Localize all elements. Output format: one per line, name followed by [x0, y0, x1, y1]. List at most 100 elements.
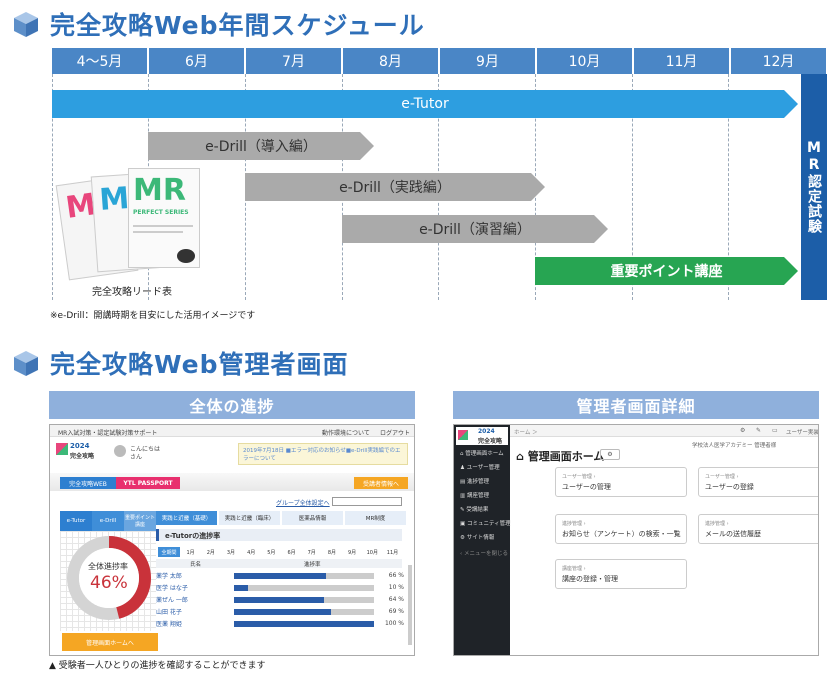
month-header: 4～5月 6月 7月 8月 9月 10月 11月 12月 — [52, 48, 828, 74]
sidebar-item-results[interactable]: ✎ 受講結果 — [460, 507, 489, 513]
progress-percent: 66 % — [388, 572, 404, 579]
sidebar-collapse[interactable]: ‹ メニューを閉じる — [460, 551, 508, 557]
tab-subject[interactable]: 実践と近畿（基礎） — [156, 511, 217, 525]
scrollbar[interactable] — [408, 565, 412, 645]
subject-tabs: 実践と近畿（基礎） 実践と近畿（臨床） 医薬品情報 MR制度 — [156, 511, 406, 525]
logout-link[interactable]: ログアウト — [380, 430, 411, 437]
group-settings-link[interactable]: グループ全体設定へ — [276, 500, 330, 507]
progress-track — [234, 596, 374, 603]
monitor-icon[interactable]: ▭ — [772, 427, 778, 434]
nav-ytl-passport[interactable]: YTL PASSPORT — [116, 477, 180, 489]
month-filter-item[interactable]: 2月 — [206, 549, 215, 556]
month-filter-item[interactable]: 8月 — [327, 549, 336, 556]
admin-caption: ▲ 受験者一人ひとりの進捗を確認することができます — [49, 661, 266, 671]
progress-screenshot: MR入試対策・認定試験対策サポート 動作環境について ログアウト 2024 完全… — [49, 424, 415, 656]
tab-etutor[interactable]: e-Tutor — [60, 511, 92, 531]
tab-subject[interactable]: 実践と近畿（臨床） — [219, 511, 280, 525]
progress-fill — [234, 620, 374, 627]
month-filter-item[interactable]: 7月 — [307, 549, 316, 556]
book-caption: 完全攻略リード表 — [92, 287, 172, 298]
group-select[interactable] — [332, 497, 402, 506]
student-name[interactable]: 医学 はな子 — [156, 585, 188, 592]
grid-line — [52, 74, 53, 300]
book-stack-image: M M MR PERFECT SERIES — [55, 166, 212, 286]
gear-icon[interactable]: ⚙ — [740, 427, 746, 434]
card-mail-history[interactable]: 進捗管理 › メールの送信履歴 — [698, 514, 818, 544]
wrench-icon[interactable]: ✎ — [756, 427, 762, 434]
env-link[interactable]: 動作環境について — [322, 430, 370, 437]
book-cover: MR PERFECT SERIES — [128, 168, 200, 268]
student-name[interactable]: 医薬 翔姫 — [156, 621, 182, 628]
sidebar-item-site[interactable]: ⚙ サイト情報 — [460, 535, 495, 541]
notice-box[interactable]: 2019年7月18日 ■エラー対応のお知らせ■e-Drill実践編でのエラーにつ… — [238, 443, 408, 465]
progress-fill — [234, 596, 324, 603]
admin-home-button[interactable]: 管理画面ホームへ — [62, 633, 158, 651]
month-filter: 全期間 1月 2月 3月 4月 5月 6月 7月 8月 9月 10月 11月 — [158, 547, 402, 557]
tab-key-points[interactable]: 重要ポイント講座 — [124, 511, 156, 531]
month-cell: 8月 — [343, 48, 440, 74]
card-user-register[interactable]: ユーザー管理 › ユーザーの登録 — [698, 467, 818, 497]
month-filter-item[interactable]: 11月 — [386, 549, 399, 556]
cube-icon — [14, 12, 38, 37]
progress-fill — [234, 584, 248, 591]
avatar — [114, 445, 126, 457]
student-name[interactable]: 薬学 太郎 — [156, 573, 182, 580]
tab-subject[interactable]: MR制度 — [345, 511, 406, 525]
logo-name: 完全攻略 — [478, 438, 503, 445]
sidebar-item-users[interactable]: ♟ ユーザー管理 — [460, 465, 500, 471]
admin-topbar: ホーム ＞ ⚙ ✎ ▭ ユーザー実装 — [510, 425, 819, 437]
logo-name: 完全攻略 — [70, 453, 95, 460]
page-title: ⌂ 管理画面ホーム — [516, 450, 605, 463]
mr-exam-box: MR認定試験 — [801, 74, 827, 300]
cube-icon — [14, 351, 38, 376]
sidebar-item-progress[interactable]: ▤ 進捗管理 — [460, 479, 489, 485]
progress-percent: 69 % — [388, 608, 404, 615]
admin-screenshot: 2024 完全攻略 ⌂ 管理画面ホーム ♟ ユーザー管理 ▤ 進捗管理 ▥ 講座… — [453, 424, 819, 656]
donut-label: 全体進捗率 — [88, 562, 128, 571]
admin-title: 完全攻略Web管理者画面 — [50, 350, 349, 379]
student-name[interactable]: 薬ぜん 一郎 — [156, 597, 188, 604]
tab-edrill[interactable]: e-Drill — [92, 511, 124, 531]
progress-donut — [67, 536, 151, 620]
card-notice-search[interactable]: 進捗管理 › お知らせ（アンケート）の検索・一覧 — [555, 514, 687, 544]
month-cell: 11月 — [634, 48, 731, 74]
progress-fill — [234, 608, 331, 615]
month-filter-item[interactable]: 4月 — [247, 549, 256, 556]
logo-icon — [56, 443, 68, 455]
school-name[interactable]: 学校法人医学アカデミー 管理者様 — [692, 443, 777, 449]
etutor-bar: e-Tutor — [52, 90, 798, 118]
settings-button[interactable]: ⚙ — [600, 449, 620, 460]
student-name[interactable]: 山田 花子 — [156, 609, 182, 616]
nav-kanzen-web[interactable]: 完全攻略WEB — [60, 477, 116, 489]
tab-subject[interactable]: 医薬品情報 — [282, 511, 343, 525]
progress-track — [234, 572, 374, 579]
progress-title-bar: e-Tutorの進捗率 — [156, 529, 402, 541]
month-filter-item[interactable]: 6月 — [287, 549, 296, 556]
progress-track — [234, 584, 374, 591]
overall-progress-header: 全体の進捗 — [49, 391, 415, 419]
progress-fill — [234, 572, 327, 579]
progress-percent: 10 % — [388, 584, 404, 591]
month-cell: 4～5月 — [52, 48, 149, 74]
month-filter-item[interactable]: 5月 — [267, 549, 276, 556]
month-filter-item[interactable]: 1月 — [186, 549, 195, 556]
sidebar-item-home[interactable]: ⌂ 管理画面ホーム — [460, 451, 504, 457]
logo-icon — [458, 430, 468, 440]
month-filter-item[interactable]: 全期間 — [158, 547, 180, 557]
edrill-practice-bar: e-Drill（実践編） — [245, 173, 545, 201]
card-user-manage[interactable]: ユーザー管理 › ユーザーの管理 — [555, 467, 687, 497]
month-filter-item[interactable]: 9月 — [348, 549, 357, 556]
breadcrumb[interactable]: ホーム ＞ — [514, 430, 538, 436]
schedule-note: ※e-Drill：開講時期を目安にした活用イメージです — [50, 311, 256, 321]
card-course-manage[interactable]: 講座管理 › 講座の登録・管理 — [555, 559, 687, 589]
progress-percent: 100 % — [384, 620, 404, 627]
table-row: 医薬 翔姫 100 % — [156, 619, 406, 628]
table-row: 医学 はな子 10 % — [156, 583, 406, 592]
month-filter-item[interactable]: 3月 — [226, 549, 236, 556]
month-filter-item[interactable]: 10月 — [366, 549, 378, 556]
user-menu[interactable]: ユーザー実装 — [786, 430, 819, 436]
student-info-button[interactable]: 受講者情報へ — [354, 477, 408, 489]
sidebar-item-courses[interactable]: ▥ 講座管理 — [460, 493, 489, 499]
progress-title: e-Tutorの進捗率 — [165, 532, 221, 540]
sidebar-item-community[interactable]: ▣ コミュニティ管理 — [460, 521, 511, 527]
